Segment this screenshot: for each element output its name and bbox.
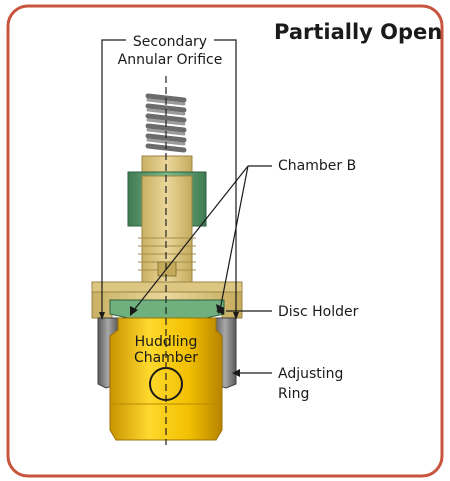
diagram-border — [6, 4, 444, 478]
chamber-b-arrow-left — [130, 306, 138, 316]
disc-holder-label: Disc Holder — [278, 304, 359, 320]
chamber-b-label: Chamber B — [278, 158, 356, 174]
secondary-arrow-right — [233, 312, 239, 320]
adjusting-label-2: Ring — [278, 386, 309, 402]
disc-holder — [109, 299, 225, 319]
diagram-title: Partially Open — [274, 20, 442, 44]
body-flange — [91, 281, 243, 293]
adjusting-label-1: Adjusting — [278, 366, 343, 382]
secondary-label-2: Annular Orifice — [118, 52, 223, 68]
disc-holder-arrow — [216, 307, 224, 315]
secondary-label-1: Secondary — [133, 34, 207, 50]
secondary-arrow-left — [99, 312, 105, 320]
adjusting-arrow — [232, 369, 240, 377]
stem-threads — [138, 237, 196, 271]
chamber-b-leader — [133, 165, 272, 311]
